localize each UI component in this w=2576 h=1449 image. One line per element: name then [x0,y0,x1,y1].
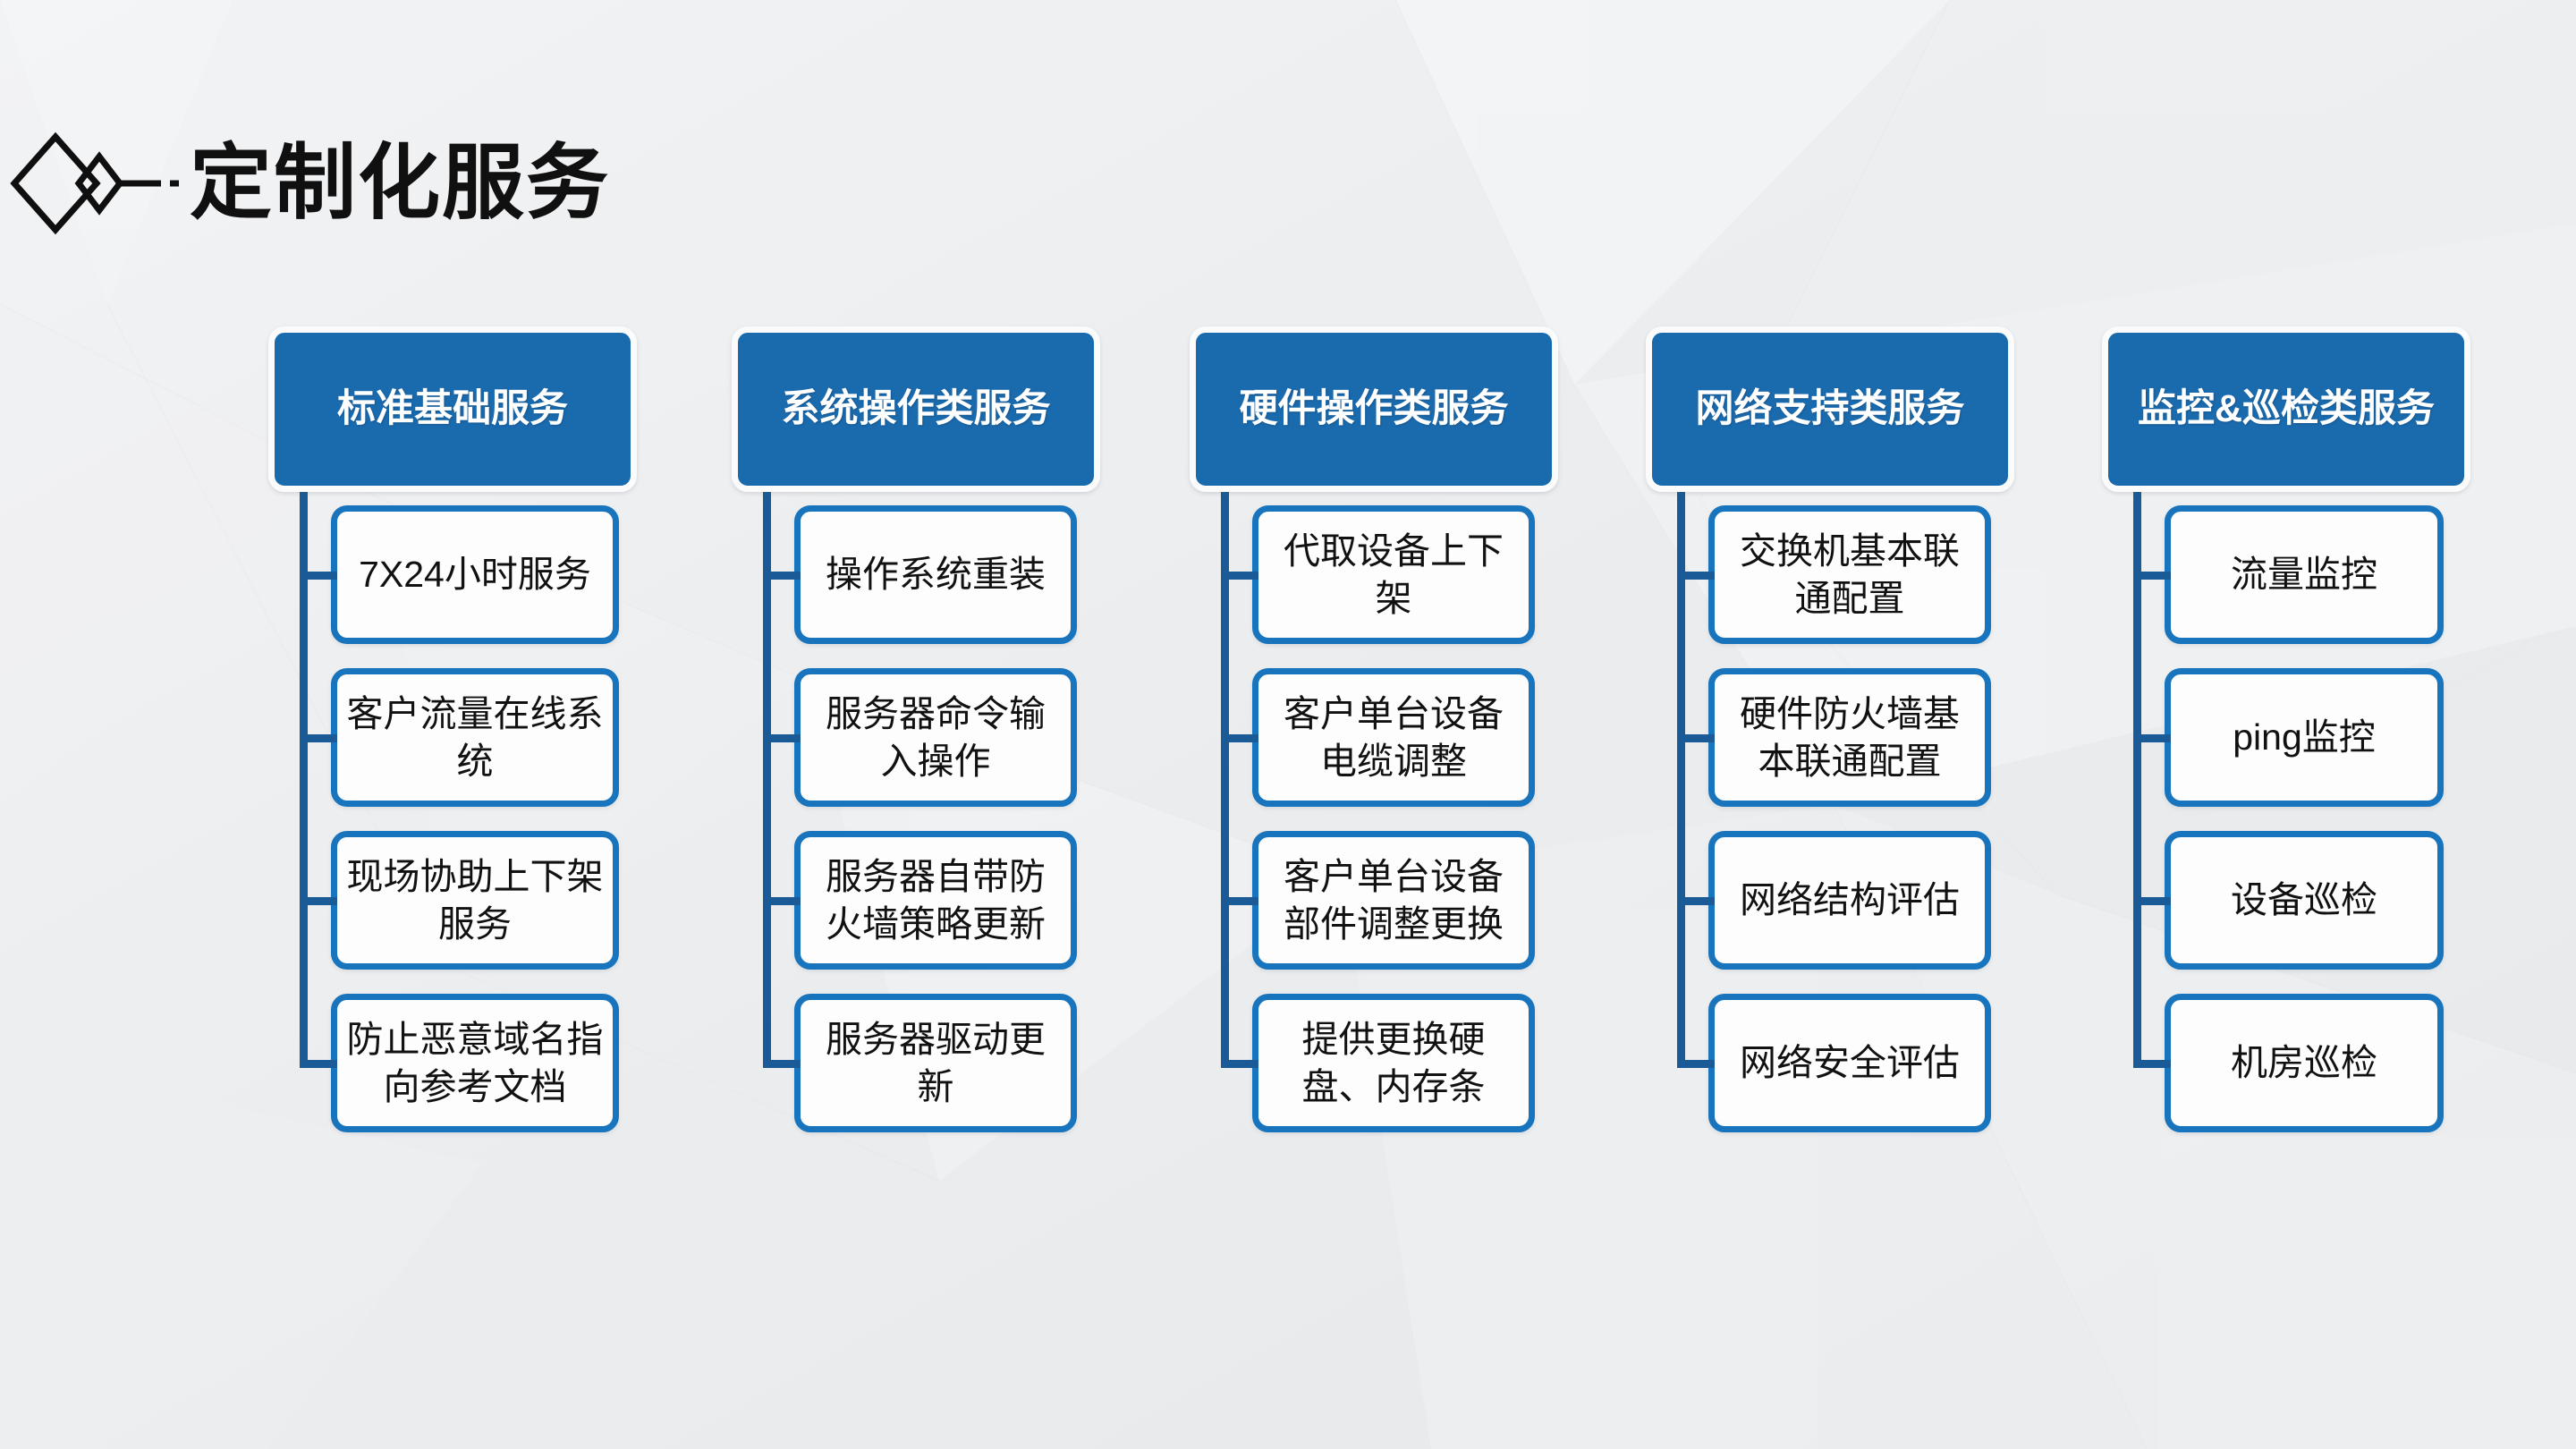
connector-branch [1221,896,1258,905]
page-title-row: 定制化服务 [0,125,610,242]
connector-branch [763,571,801,580]
connector-trunk-3 [1677,492,1685,1063]
service-item[interactable]: 客户流量在线系统 [300,668,619,807]
connector-trunk-4 [2133,492,2141,1063]
service-item[interactable]: 交换机基本联通配置 [1677,505,1991,644]
service-item[interactable]: 现场协助上下架服务 [300,831,619,970]
connector-branch [1221,571,1258,580]
column-header-label-3: 网络支持类服务 [1695,387,1965,431]
service-item[interactable]: 客户单台设备电缆调整 [1221,668,1535,807]
item-list-1: 操作系统重装 服务器命令输入操作 服务器自带防火墙策略更新 服务器驱动更新 [732,505,1100,1157]
service-item[interactable]: 机房巡检 [2133,994,2444,1132]
service-item-label: 网络结构评估 [1740,879,1960,921]
service-item-label: 代取设备上下架 [1284,530,1504,619]
service-item[interactable]: 防止恶意域名指向参考文档 [300,994,619,1132]
page-title: 定制化服务 [190,138,611,229]
connector-trunk-0 [300,492,308,1063]
service-item-label: 客户流量在线系统 [346,693,604,782]
item-list-2: 代取设备上下架 客户单台设备电缆调整 客户单台设备部件调整更换 提供更换硬盘、内… [1190,505,1558,1157]
service-item-label: 防止恶意域名指向参考文档 [346,1019,604,1107]
service-item-label: 交换机基本联通配置 [1740,530,1960,619]
column-header-label-2: 硬件操作类服务 [1239,387,1509,431]
service-item[interactable]: 服务器命令输入操作 [763,668,1077,807]
connector-branch [2133,896,2171,905]
service-item-label: 提供更换硬盘、内存条 [1301,1019,1486,1107]
item-list-4: 流量监控 ping监控 设备巡检 机房巡检 [2102,505,2470,1157]
service-item[interactable]: 设备巡检 [2133,831,2444,970]
connector-branch [300,571,337,580]
service-item-label: 流量监控 [2231,554,2377,596]
connector-trunk-2 [1221,492,1229,1063]
service-item-label: 机房巡检 [2231,1042,2377,1084]
connector-branch [1677,571,1715,580]
column-header-3[interactable]: 网络支持类服务 [1646,326,2014,492]
service-item-label: 服务器自带防火墙策略更新 [826,856,1046,945]
connector-branch [1677,896,1715,905]
column-header-4[interactable]: 监控&巡检类服务 [2102,326,2470,492]
service-item[interactable]: 服务器驱动更新 [763,994,1077,1132]
connector-branch [300,733,337,742]
service-item[interactable]: 客户单台设备部件调整更换 [1221,831,1535,970]
service-item-label: 硬件防火墙基本联通配置 [1740,693,1960,782]
service-item[interactable]: 提供更换硬盘、内存条 [1221,994,1535,1132]
column-header-label-1: 系统操作类服务 [781,387,1051,431]
service-item-label: 客户单台设备部件调整更换 [1284,856,1504,945]
service-item-label: 操作系统重装 [826,554,1046,596]
service-item-label: 客户单台设备电缆调整 [1284,693,1504,782]
connector-branch [2133,571,2171,580]
service-item-label: 7X24小时服务 [359,554,591,596]
service-column-hardware-ops: 硬件操作类服务 代取设备上下架 客户单台设备电缆调整 客户单台设备部件调整更换 … [1190,326,1558,1132]
column-header-label-0: 标准基础服务 [337,387,568,431]
connector-branch [763,733,801,742]
connector-branch [1221,733,1258,742]
service-item[interactable]: 代取设备上下架 [1221,505,1535,644]
connector-branch [763,896,801,905]
item-list-3: 交换机基本联通配置 硬件防火墙基本联通配置 网络结构评估 网络安全评估 [1646,505,2014,1157]
double-diamond-icon [10,131,179,235]
service-item-label: ping监控 [2233,716,2376,758]
column-header-0[interactable]: 标准基础服务 [268,326,637,492]
service-column-monitoring-inspection: 监控&巡检类服务 流量监控 ping监控 设备巡检 机房巡检 [2102,326,2470,1132]
service-item-label: 服务器命令输入操作 [826,693,1046,782]
service-column-standard: 标准基础服务 7X24小时服务 客户流量在线系统 现场协助上下架服务 防止恶意域… [268,326,637,1132]
connector-branch [300,1059,337,1068]
service-item-label: 设备巡检 [2231,879,2377,921]
service-item[interactable]: 服务器自带防火墙策略更新 [763,831,1077,970]
connector-branch [763,1059,801,1068]
connector-branch [2133,1059,2171,1068]
column-header-label-4: 监控&巡检类服务 [2137,387,2436,431]
connector-branch [2133,733,2171,742]
connector-branch [1677,733,1715,742]
service-item[interactable]: 7X24小时服务 [300,505,619,644]
connector-trunk-1 [763,492,771,1063]
connector-branch [300,896,337,905]
service-item-label: 现场协助上下架服务 [346,856,604,945]
service-item[interactable]: 操作系统重装 [763,505,1077,644]
service-item-label: 网络安全评估 [1740,1042,1960,1084]
service-item[interactable]: ping监控 [2133,668,2444,807]
service-column-system-ops: 系统操作类服务 操作系统重装 服务器命令输入操作 服务器自带防火墙策略更新 服务… [732,326,1100,1132]
service-item[interactable]: 网络结构评估 [1677,831,1991,970]
service-item-label: 服务器驱动更新 [826,1019,1046,1107]
service-item[interactable]: 硬件防火墙基本联通配置 [1677,668,1991,807]
connector-branch [1221,1059,1258,1068]
connector-branch [1677,1059,1715,1068]
service-item[interactable]: 流量监控 [2133,505,2444,644]
column-header-2[interactable]: 硬件操作类服务 [1190,326,1558,492]
service-item[interactable]: 网络安全评估 [1677,994,1991,1132]
column-header-1[interactable]: 系统操作类服务 [732,326,1100,492]
item-list-0: 7X24小时服务 客户流量在线系统 现场协助上下架服务 防止恶意域名指向参考文档 [268,505,637,1157]
service-column-network-support: 网络支持类服务 交换机基本联通配置 硬件防火墙基本联通配置 网络结构评估 网络安… [1646,326,2014,1132]
